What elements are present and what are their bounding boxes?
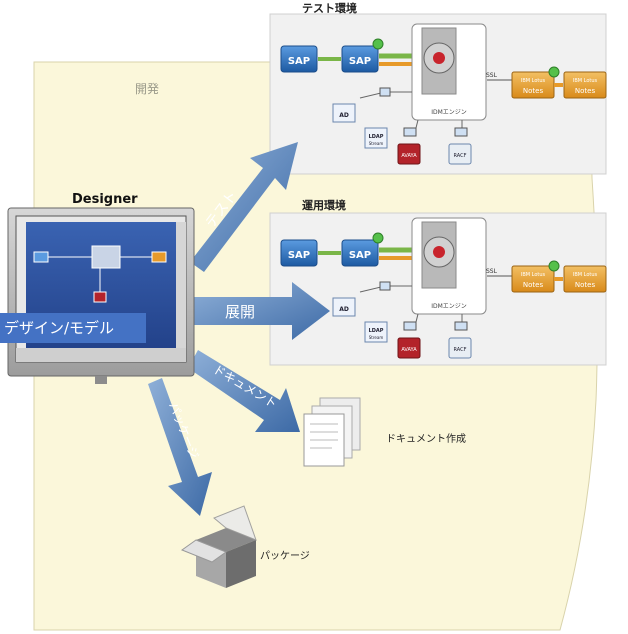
document-stack-icon: [303, 397, 361, 467]
test-environment-panel: SAP SAP IDMエンジン SSL IBM Lotus Notes IBM …: [269, 13, 607, 175]
svg-text:IBM Lotus: IBM Lotus: [573, 78, 598, 84]
svg-text:AVAYA: AVAYA: [401, 347, 417, 353]
svg-text:IBM Lotus: IBM Lotus: [521, 272, 546, 278]
svg-text:LDAP: LDAP: [369, 134, 384, 140]
lotus-notes-icon: IBM Lotus Notes IBM Lotus Notes: [511, 66, 607, 99]
svg-text:LDAP: LDAP: [369, 328, 384, 334]
avaya-icon: AVAYA: [397, 143, 421, 165]
svg-text:IBM Lotus: IBM Lotus: [521, 78, 546, 84]
idm-engine-icon: IDMエンジン: [411, 217, 487, 315]
package-box-icon: [180, 505, 257, 588]
designer-title: Designer: [72, 192, 138, 207]
svg-text:IBM Lotus: IBM Lotus: [573, 272, 598, 278]
svg-text:RACF: RACF: [454, 347, 467, 353]
arrow-deploy: 展開: [192, 282, 330, 340]
ops-environment-panel: SAP SAP IDMエンジン SSL IBM Lotus Notes IBM …: [269, 212, 607, 366]
designer-monitor: [7, 207, 195, 384]
package-caption: パッケージ: [260, 551, 310, 562]
lotus-notes-icon: IBM Lotus Notes IBM Lotus Notes: [511, 260, 607, 293]
svg-text:SAP: SAP: [349, 250, 371, 261]
svg-text:SAP: SAP: [349, 56, 371, 67]
svg-text:Notes: Notes: [575, 281, 596, 289]
sap-icon: SAP: [280, 45, 318, 73]
svg-text:SAP: SAP: [288, 56, 310, 67]
sap-icon: SAP: [341, 38, 384, 73]
svg-text:IDMエンジン: IDMエンジン: [431, 109, 467, 116]
document-caption: ドキュメント作成: [386, 434, 466, 445]
svg-text:IDMエンジン: IDMエンジン: [431, 303, 467, 310]
test-environment-title: テスト環境: [302, 2, 357, 15]
svg-text:Notes: Notes: [523, 87, 544, 95]
idm-engine-icon: IDMエンジン: [411, 23, 487, 121]
ops-environment-title: 運用環境: [302, 199, 346, 212]
design-model-label: デザイン/モデル: [0, 313, 146, 343]
ldap-icon: LDAP Stream: [364, 321, 388, 343]
ad-icon: AD: [332, 103, 356, 123]
svg-text:AD: AD: [339, 306, 349, 313]
sap-icon: SAP: [280, 239, 318, 267]
ad-icon: AD: [332, 297, 356, 317]
svg-text:AD: AD: [339, 112, 349, 119]
ldap-icon: LDAP Stream: [364, 127, 388, 149]
svg-text:展開: 展開: [225, 303, 255, 321]
dev-area-label: 開発: [135, 82, 160, 96]
svg-text:Stream: Stream: [369, 335, 384, 340]
svg-text:SSL: SSL: [486, 268, 498, 275]
sap-icon: SAP: [341, 232, 384, 267]
svg-text:SAP: SAP: [288, 250, 310, 261]
svg-text:Notes: Notes: [575, 87, 596, 95]
svg-text:Notes: Notes: [523, 281, 544, 289]
racf-icon: RACF: [448, 143, 472, 165]
svg-text:Stream: Stream: [369, 141, 384, 146]
svg-text:RACF: RACF: [454, 153, 467, 159]
racf-icon: RACF: [448, 337, 472, 359]
svg-text:SSL: SSL: [486, 72, 498, 79]
avaya-icon: AVAYA: [397, 337, 421, 359]
svg-text:AVAYA: AVAYA: [401, 153, 417, 159]
